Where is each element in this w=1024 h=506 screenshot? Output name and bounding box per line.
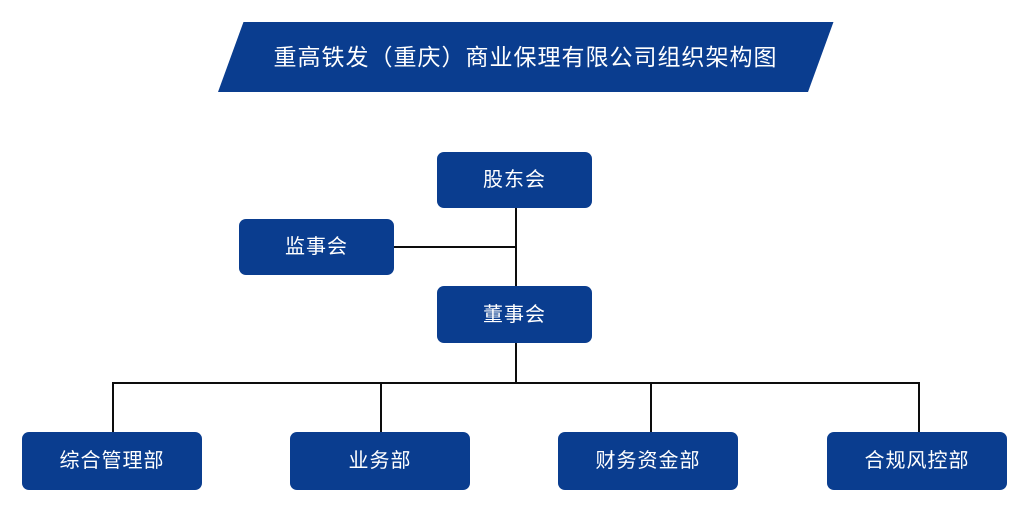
node-label: 合规风控部 [864, 450, 970, 472]
connector-bus-to-dept-1 [112, 382, 114, 432]
node-board-of-supervisors[interactable]: 监事会 [239, 219, 394, 275]
connector-bus-to-dept-4 [918, 382, 920, 432]
node-shareholders-meeting[interactable]: 股东会 [437, 152, 592, 208]
connector-bus-to-dept-3 [650, 382, 652, 432]
connector-directors-to-bus [515, 343, 517, 383]
node-label: 业务部 [348, 450, 412, 472]
page-title: 重高铁发（重庆）商业保理有限公司组织架构图 [273, 43, 778, 70]
node-label: 财务资金部 [595, 450, 701, 472]
chart-title-banner: 重高铁发（重庆）商业保理有限公司组织架构图 [218, 22, 834, 92]
connector-department-bus [112, 382, 920, 384]
node-label: 综合管理部 [59, 450, 165, 472]
node-board-of-directors[interactable]: 董事会 [437, 286, 592, 343]
connector-bus-to-dept-2 [380, 382, 382, 432]
node-label: 董事会 [483, 303, 546, 326]
node-department-compliance-risk-control[interactable]: 合规风控部 [827, 432, 1007, 490]
node-department-general-management[interactable]: 综合管理部 [22, 432, 202, 490]
connector-supervisors-to-spine [394, 246, 517, 248]
node-label: 股东会 [483, 169, 546, 191]
node-department-business[interactable]: 业务部 [290, 432, 470, 490]
node-label: 监事会 [285, 236, 348, 258]
node-department-finance-funds[interactable]: 财务资金部 [558, 432, 738, 490]
